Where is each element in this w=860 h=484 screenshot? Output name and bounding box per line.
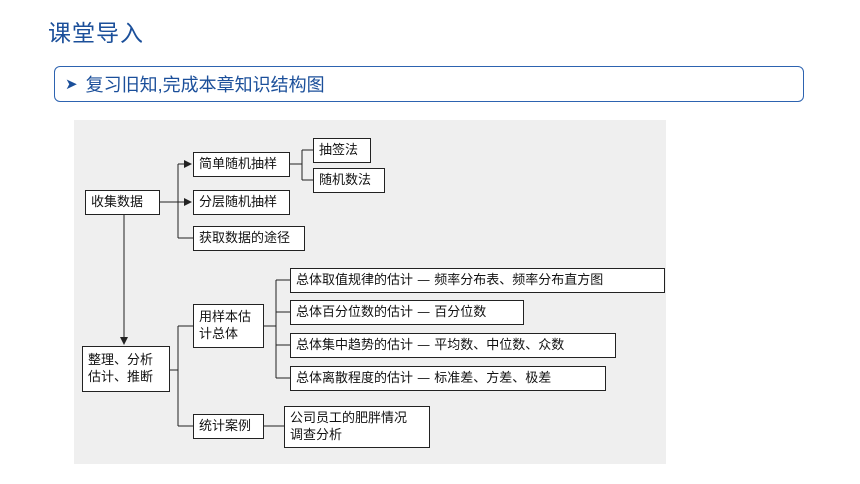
section-banner: ➤ 复习旧知,完成本章知识结构图 xyxy=(54,66,804,102)
organize-line-1: 整理、分析 xyxy=(88,353,154,368)
dispersion-estimate-box: 总体离散程度的估计 — 标准差、方差、极差 xyxy=(290,366,606,391)
sample-estimate-box: 用样本估 计总体 xyxy=(193,304,264,348)
case-detail-line-2: 调查分析 xyxy=(290,428,343,443)
percentile-estimate-box: 总体百分位数的估计 — 百分位数 xyxy=(290,300,524,325)
statistical-case-box: 统计案例 xyxy=(193,414,264,439)
page-title: 课堂导入 xyxy=(48,20,144,46)
distribution-estimate-box: 总体取值规律的估计 — 频率分布表、频率分布直方图 xyxy=(290,268,665,293)
estimate-line-1: 用样本估 xyxy=(199,310,252,325)
central-tendency-estimate-box: 总体集中趋势的估计 — 平均数、中位数、众数 xyxy=(290,333,616,358)
collect-data-box: 收集数据 xyxy=(85,190,160,215)
estimate-line-2: 计总体 xyxy=(199,327,239,342)
organize-line-2: 估计、推断 xyxy=(88,370,154,385)
case-detail-box: 公司员工的肥胖情况 调查分析 xyxy=(284,406,430,448)
lottery-method-box: 抽签法 xyxy=(313,138,371,163)
stratified-sampling-box: 分层随机抽样 xyxy=(193,190,290,215)
banner-text: 复习旧知,完成本章知识结构图 xyxy=(85,75,325,95)
knowledge-structure-diagram: 收集数据 简单随机抽样 抽签法 随机数法 分层随机抽样 获取数据的途径 整理、分… xyxy=(74,120,666,464)
case-detail-line-1: 公司员工的肥胖情况 xyxy=(290,411,408,426)
connector-lines xyxy=(120,149,313,427)
organize-analyze-box: 整理、分析 估计、推断 xyxy=(82,346,170,392)
random-number-method-box: 随机数法 xyxy=(313,168,385,193)
data-acquisition-box: 获取数据的途径 xyxy=(193,226,305,251)
simple-random-sampling-box: 简单随机抽样 xyxy=(193,152,290,177)
triangle-right-icon: ➤ xyxy=(65,76,78,93)
